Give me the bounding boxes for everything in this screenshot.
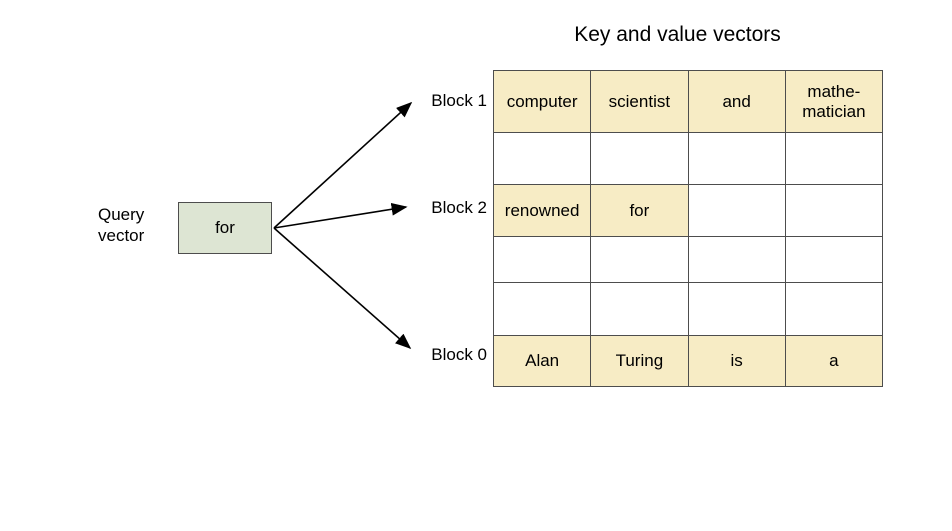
- grid-row: [492, 236, 884, 283]
- grid-cell-empty[interactable]: [687, 184, 786, 237]
- grid-cell-empty[interactable]: [687, 132, 786, 185]
- grid-cell-text: Turing: [615, 351, 664, 370]
- query-vector-label-line1: Query: [98, 205, 145, 224]
- grid-cell-text: scientist: [608, 91, 671, 111]
- grid-cell-filled[interactable]: Alan: [492, 335, 592, 387]
- key-value-grid: computer scientist and mathe-matician renown…: [492, 70, 884, 387]
- grid-cell-text: renowned: [504, 200, 580, 220]
- grid-cell-filled[interactable]: computer: [492, 70, 592, 133]
- page-title: Key and value vectors: [574, 23, 781, 46]
- grid-cell-empty[interactable]: [492, 132, 592, 185]
- grid-row: Alan Turing is a: [492, 335, 884, 387]
- grid-cell-filled[interactable]: a: [784, 335, 884, 387]
- grid-cell-empty[interactable]: [492, 282, 592, 336]
- grid-cell-empty[interactable]: [687, 236, 786, 283]
- block-label-text: Block 0: [431, 345, 487, 364]
- grid-cell-filled[interactable]: and: [687, 70, 786, 133]
- grid-row: [492, 282, 884, 336]
- grid-cell-empty[interactable]: [492, 236, 592, 283]
- grid-row: computer scientist and mathe-matician: [492, 70, 884, 133]
- query-vector-label: Query vector: [98, 204, 174, 246]
- grid-cell-filled[interactable]: is: [687, 335, 786, 387]
- grid-cell-empty[interactable]: [784, 282, 884, 336]
- arrow-to-block-1: [273, 101, 413, 229]
- grid-row: renowned for: [492, 184, 884, 237]
- grid-cell-empty[interactable]: [590, 282, 689, 336]
- grid-cell-text: and: [722, 91, 751, 111]
- grid-cell-empty[interactable]: [784, 132, 884, 185]
- grid-cell-filled[interactable]: renowned: [492, 184, 592, 237]
- block-label-text: Block 1: [431, 90, 487, 110]
- block-label: Block 1: [415, 91, 487, 111]
- grid-cell-filled[interactable]: for: [590, 184, 689, 237]
- grid-cell-empty[interactable]: [687, 282, 786, 336]
- arrow-to-block-2: [273, 202, 408, 229]
- grid-cell-text: is: [730, 351, 743, 370]
- grid-cell-filled[interactable]: scientist: [590, 70, 689, 133]
- grid-row: [492, 132, 884, 185]
- block-label: Block 2: [415, 198, 487, 218]
- grid-cell-filled[interactable]: mathe-matician: [784, 70, 884, 133]
- grid-cell-filled[interactable]: Turing: [590, 335, 689, 387]
- grid-cell-empty[interactable]: [590, 132, 689, 185]
- block-label: Block 0: [415, 345, 487, 365]
- grid-cell-empty[interactable]: [784, 184, 884, 237]
- arrow-to-block-0: [273, 227, 412, 350]
- grid-cell-text: computer: [506, 91, 578, 111]
- query-vector-label-line2: vector: [98, 226, 145, 245]
- block-label-text: Block 2: [431, 197, 487, 217]
- query-vector-token: for: [215, 218, 235, 237]
- query-vector-box[interactable]: for: [178, 202, 272, 254]
- grid-cell-text-line2: matician: [802, 101, 866, 121]
- grid-cell-empty[interactable]: [784, 236, 884, 283]
- grid-cell-text: a: [829, 351, 839, 370]
- grid-cell-text: mathe-: [807, 81, 861, 101]
- grid-cell-empty[interactable]: [590, 236, 689, 283]
- grid-cell-text: for: [629, 200, 650, 220]
- grid-cell-text: Alan: [525, 351, 560, 370]
